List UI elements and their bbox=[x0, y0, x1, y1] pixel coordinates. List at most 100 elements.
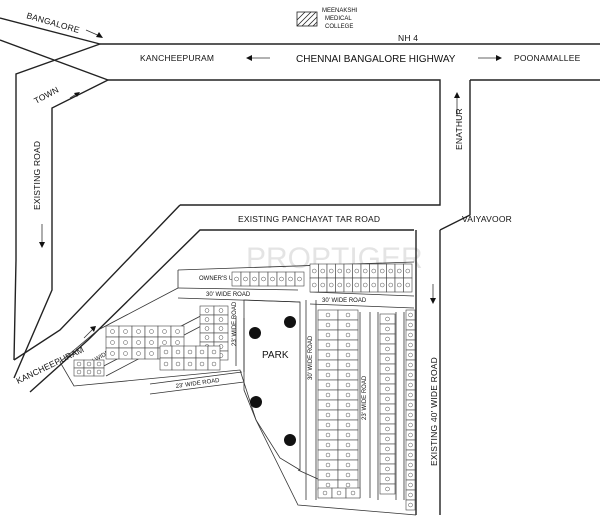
plot-cell bbox=[159, 357, 173, 371]
plot-marker bbox=[252, 276, 257, 282]
plot-cell bbox=[379, 463, 396, 475]
plot-cell bbox=[267, 271, 278, 287]
tree-icon bbox=[284, 316, 296, 328]
plot-cell bbox=[405, 469, 416, 481]
plot-marker bbox=[345, 452, 351, 458]
plot-marker bbox=[325, 482, 331, 488]
plot-cell bbox=[309, 277, 319, 293]
plot-marker bbox=[371, 268, 376, 274]
plot-cell bbox=[405, 409, 416, 421]
plot-cell bbox=[183, 357, 197, 371]
plot-marker bbox=[325, 432, 331, 438]
plot-marker bbox=[345, 462, 351, 468]
plot-cell bbox=[195, 357, 209, 371]
plot-marker bbox=[96, 361, 102, 367]
plot-marker bbox=[408, 432, 413, 438]
plot-grid bbox=[73, 263, 416, 511]
plot-cell bbox=[105, 325, 120, 338]
plot-marker bbox=[408, 472, 413, 478]
plot-cell bbox=[337, 309, 359, 321]
plot-marker bbox=[345, 332, 351, 338]
plot-cell bbox=[337, 369, 359, 381]
plot-cell bbox=[337, 319, 359, 331]
plot-cell bbox=[183, 345, 197, 359]
plot-marker bbox=[388, 268, 393, 274]
plot-marker bbox=[329, 268, 334, 274]
plot-cell bbox=[317, 469, 339, 481]
plot-cell bbox=[285, 271, 296, 287]
plot-marker bbox=[345, 482, 351, 488]
plot-cell bbox=[379, 453, 396, 465]
panchayat-road bbox=[13, 204, 414, 393]
plot-cell bbox=[405, 389, 416, 401]
road-labels: BANGALORE MEENAKSHI MEDICAL COLLEGE NH 4… bbox=[14, 8, 580, 466]
plot-cell bbox=[213, 314, 229, 325]
plot-cell bbox=[379, 433, 396, 445]
plot-cell bbox=[405, 349, 416, 361]
landmark-hatch bbox=[296, 11, 318, 27]
plot-marker bbox=[385, 346, 390, 352]
plot-cell bbox=[118, 325, 133, 338]
plot-marker bbox=[345, 432, 351, 438]
plot-marker bbox=[408, 492, 413, 498]
plot-marker bbox=[288, 276, 293, 282]
plot-cell bbox=[199, 305, 215, 316]
plot-marker bbox=[199, 361, 205, 367]
plot-cell bbox=[276, 271, 287, 287]
plot-marker bbox=[346, 268, 351, 274]
plot-cell bbox=[369, 263, 379, 279]
plot-marker bbox=[325, 442, 331, 448]
plot-cell bbox=[159, 345, 173, 359]
plot-cell bbox=[131, 325, 146, 338]
label-town: TOWN bbox=[32, 84, 60, 105]
plot-marker bbox=[320, 268, 325, 274]
plot-cell bbox=[379, 423, 396, 435]
plot-marker bbox=[397, 268, 402, 274]
plot-cell bbox=[377, 263, 387, 279]
plot-cell bbox=[317, 389, 339, 401]
plot-marker bbox=[408, 372, 413, 378]
plot-cell bbox=[379, 343, 396, 355]
plot-cell bbox=[335, 263, 345, 279]
plot-cell bbox=[335, 277, 345, 293]
plot-cell bbox=[337, 399, 359, 411]
plot-marker bbox=[270, 276, 275, 282]
plot-cell bbox=[171, 345, 185, 359]
plot-cell bbox=[379, 313, 396, 325]
plot-marker bbox=[325, 332, 331, 338]
plot-cell bbox=[337, 469, 359, 481]
plot-cell bbox=[337, 349, 359, 361]
plot-cell bbox=[93, 367, 105, 377]
label-road-30-top: 30' WIDE ROAD bbox=[206, 292, 251, 298]
plot-cell bbox=[317, 379, 339, 391]
plot-cell bbox=[379, 323, 396, 335]
plot-marker bbox=[408, 322, 413, 328]
plot-marker bbox=[110, 340, 115, 345]
plot-cell bbox=[207, 345, 221, 359]
plot-marker bbox=[312, 268, 317, 274]
tree-icon bbox=[249, 327, 261, 339]
plot-marker bbox=[408, 392, 413, 398]
plot-cell bbox=[343, 263, 353, 279]
plot-marker bbox=[325, 472, 331, 478]
plot-marker bbox=[408, 482, 413, 488]
plot-marker bbox=[385, 426, 390, 432]
plot-cell bbox=[369, 277, 379, 293]
plot-marker bbox=[350, 490, 356, 496]
plot-cell bbox=[294, 271, 305, 287]
plot-marker bbox=[149, 340, 154, 345]
label-road-30-top-right: 30' WIDE ROAD bbox=[322, 298, 367, 304]
plot-cell bbox=[105, 336, 120, 349]
plot-cell bbox=[379, 393, 396, 405]
plot-cell bbox=[337, 329, 359, 341]
plot-cell bbox=[352, 263, 362, 279]
plot-marker bbox=[408, 362, 413, 368]
plot-cell bbox=[377, 277, 387, 293]
plot-marker bbox=[325, 322, 331, 328]
plot-cell bbox=[405, 449, 416, 461]
plot-marker bbox=[405, 282, 410, 288]
plot-cell bbox=[249, 271, 260, 287]
plot-cell bbox=[317, 369, 339, 381]
label-landmark-line2: MEDICAL bbox=[325, 16, 352, 22]
label-road-23-vertical: 23' WIDE ROAD bbox=[362, 375, 368, 420]
